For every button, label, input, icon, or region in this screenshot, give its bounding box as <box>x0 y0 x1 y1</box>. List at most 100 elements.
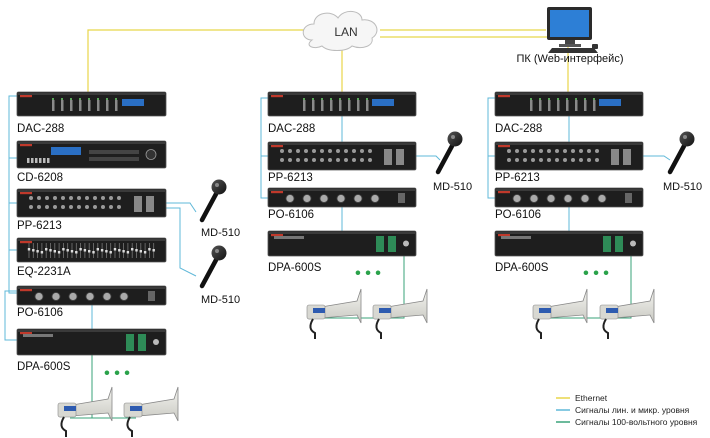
panel-highlight <box>269 93 415 95</box>
eq-slider-knob <box>57 251 61 254</box>
rack-1-label-eq-2231a: EQ-2231A <box>17 266 71 278</box>
cd-knob <box>145 149 157 160</box>
rack-2-microphone <box>435 131 463 175</box>
status-led <box>70 98 72 100</box>
led-column <box>539 100 542 111</box>
rack-3-dpa-600s <box>494 230 644 257</box>
rack-2-line-bus <box>260 97 268 199</box>
legend-item-100v: Сигналы 100-вольтного уровня <box>556 417 698 427</box>
status-led <box>566 98 568 100</box>
mixer-knob <box>328 149 332 153</box>
rack-2-po-6106 <box>267 187 417 208</box>
led-column <box>330 100 333 111</box>
mixer-knob <box>77 196 81 200</box>
eq-slider-knob <box>36 250 39 253</box>
status-led <box>348 98 350 100</box>
rack-1-microphone-2 <box>199 245 227 289</box>
status-led <box>79 98 81 100</box>
legend: Ethernet Сигналы лин. и микр. уровня Сиг… <box>556 393 698 427</box>
rack-3-label-mic: MD-510 <box>663 181 702 193</box>
led-column <box>557 100 560 111</box>
status-led <box>539 98 541 100</box>
eq-slider-knob <box>113 248 117 251</box>
rack-2-label-pp-6213: PP-6213 <box>268 172 313 184</box>
mixer-knob <box>579 158 583 162</box>
display-window <box>599 99 621 106</box>
mic-highlight <box>215 183 219 187</box>
mixer-knob <box>531 158 535 162</box>
mixer-knob <box>53 196 57 200</box>
panel-highlight <box>18 93 165 95</box>
mic-highlight <box>215 249 219 253</box>
horn-badge <box>606 308 618 313</box>
mixer-knob <box>368 149 372 153</box>
amp-meter <box>603 236 611 252</box>
output-knob <box>34 292 44 301</box>
rack-2-label-dpa-600s: DPA-600S <box>268 262 322 274</box>
mixer-knob <box>304 149 308 153</box>
horn-badge <box>539 308 551 313</box>
legend-item-line-level: Сигналы лин. и микр. уровня <box>556 405 690 415</box>
status-led <box>339 98 341 100</box>
eq-slider-knob <box>75 251 78 254</box>
panel-highlight <box>18 239 165 241</box>
status-led <box>530 98 532 100</box>
eq-slider-knob <box>92 251 95 254</box>
mixer-knob <box>344 158 348 162</box>
status-led <box>312 98 314 100</box>
output-knob <box>336 194 346 203</box>
legend-label-100v: Сигналы 100-вольтного уровня <box>575 417 698 427</box>
rack-3-horn-speaker-1 <box>532 288 588 339</box>
power-switch <box>625 193 632 203</box>
led-column <box>357 100 360 111</box>
mixer-knob <box>555 158 559 162</box>
mixer-knob <box>117 196 121 200</box>
rack-2-pp-6213 <box>267 141 417 171</box>
mixer-knob <box>328 158 332 162</box>
status-led <box>366 98 368 100</box>
mic-handle <box>435 143 455 175</box>
mic-handle <box>199 191 219 223</box>
eq-slider-knob <box>83 249 87 252</box>
power-switch <box>148 291 155 301</box>
brand-logo <box>20 192 32 195</box>
mixer-knob <box>320 149 324 153</box>
led-column <box>79 100 82 111</box>
rack-2-horn-speaker-1 <box>306 288 362 339</box>
horn-badge <box>313 308 325 313</box>
horn-badge <box>379 308 391 313</box>
rack-1-line-po-dpa <box>4 290 17 341</box>
mixer-knob <box>85 205 89 209</box>
output-knob <box>353 194 363 203</box>
mixer-knob <box>109 196 113 200</box>
cd-button <box>35 158 38 163</box>
eq-slider-knob <box>135 249 138 252</box>
rack-1-dac-288 <box>16 91 167 117</box>
rack-1-label-dac-288: DAC-288 <box>17 123 64 135</box>
rack-1-po-6106 <box>16 285 167 306</box>
display-window <box>372 99 394 106</box>
amp-meter <box>615 236 623 252</box>
panel-highlight <box>496 143 642 145</box>
rack-panel <box>267 141 417 171</box>
mixer-knob <box>352 149 356 153</box>
output-knob <box>370 194 380 203</box>
pc-screen <box>550 10 589 37</box>
rack-3-dac-288 <box>494 91 644 117</box>
mixer-knob <box>312 149 316 153</box>
output-knob <box>597 194 607 203</box>
brand-logo <box>498 191 510 194</box>
amp-badge <box>23 334 53 337</box>
brand-logo <box>271 234 283 237</box>
mixer-knob <box>29 205 33 209</box>
mic-head <box>211 245 227 261</box>
rack-1-label-mic-2: MD-510 <box>201 294 240 306</box>
led-column <box>61 100 64 111</box>
rack-3-label-dpa-600s: DPA-600S <box>495 262 549 274</box>
output-knob <box>302 194 312 203</box>
brand-logo <box>271 145 283 148</box>
output-knob <box>512 194 522 203</box>
brand-logo <box>498 95 510 98</box>
led-column <box>348 100 351 111</box>
mixer-knob <box>320 158 324 162</box>
